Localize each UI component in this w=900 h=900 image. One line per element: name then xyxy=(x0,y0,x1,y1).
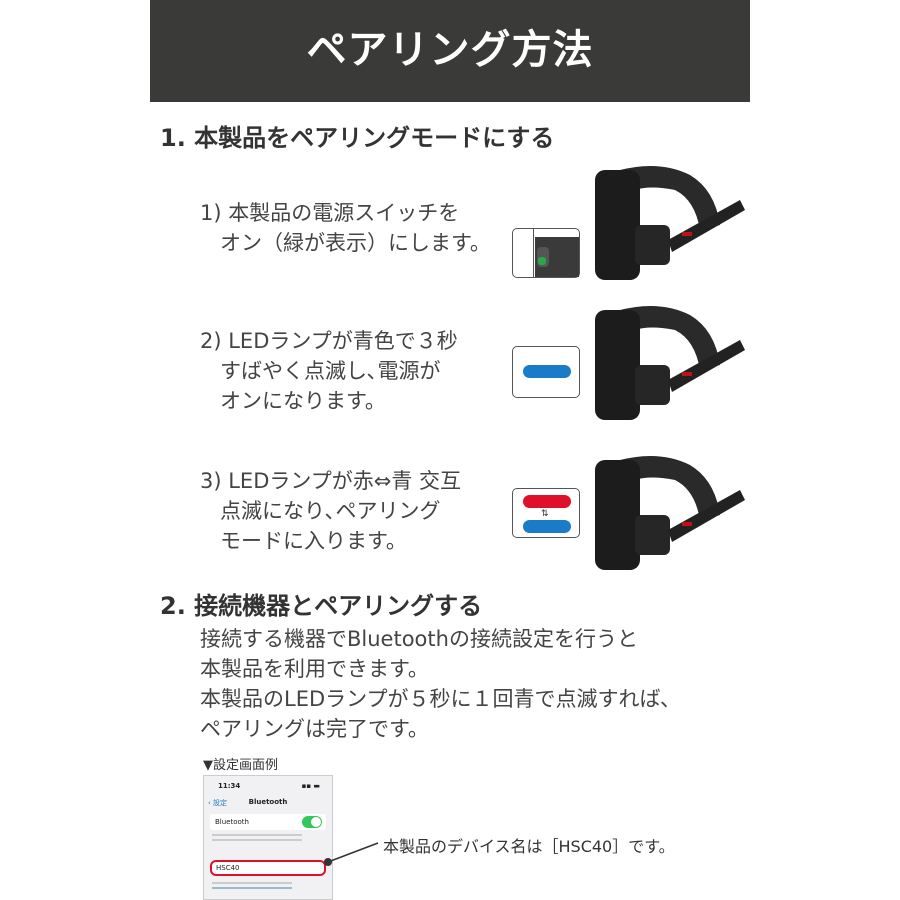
step-text: 2) LEDランプが青色で３秒 xyxy=(200,329,458,353)
blue-led-indicator xyxy=(523,520,571,533)
settings-caption: ▼設定画面例 xyxy=(203,758,278,773)
status-icons: ▪▪ ▬ xyxy=(301,782,320,790)
step-3: 3) LEDランプが赤⇔青 交互 点滅になり､ペアリング モードに入ります。 xyxy=(200,466,461,556)
step-2: 2) LEDランプが青色で３秒 すばやく点滅し､電源が オンになります。 xyxy=(200,326,458,416)
headset-image xyxy=(595,456,745,570)
step-text: 点滅になり､ペアリング xyxy=(200,499,441,523)
body-line: 本製品を利用できます。 xyxy=(200,657,429,681)
blue-led-indicator xyxy=(523,365,571,378)
section2-text: 接続する機器でBluetoothの接続設定を行うと 本製品を利用できます。 本製… xyxy=(200,624,671,744)
device-row-hsc40[interactable]: HSC40 xyxy=(210,860,326,876)
body-line: 接続する機器でBluetoothの接続設定を行うと xyxy=(200,627,638,651)
body-line: 本製品のLEDランプが５秒に１回青で点滅すれば､ xyxy=(200,687,672,711)
step-text: オンになります。 xyxy=(200,389,386,413)
green-switch-indicator xyxy=(538,257,546,265)
bluetooth-toggle-row: Bluetooth xyxy=(210,814,326,830)
led-alternating-callout: ⇅ xyxy=(512,488,580,538)
page-header: ペアリング方法 xyxy=(150,0,750,102)
device-name-note: 本製品のデバイス名は［HSC40］です。 xyxy=(383,837,675,856)
body-line: ペアリングは完了です。 xyxy=(200,717,429,741)
power-switch-callout xyxy=(512,228,580,278)
red-led-indicator xyxy=(523,495,571,508)
headset-image xyxy=(595,166,745,280)
led-blue-callout xyxy=(512,346,580,398)
section2-heading: 2. 接続機器とペアリングする xyxy=(160,592,483,620)
back-link[interactable]: ‹ 設定 xyxy=(208,799,228,807)
headset-image xyxy=(595,306,745,420)
step-text: 3) LEDランプが赤⇔青 交互 xyxy=(200,469,462,493)
step-text: オン（緑が表示）にします。 xyxy=(200,231,491,255)
status-time: 11:34 xyxy=(218,782,241,790)
step-text: モードに入ります。 xyxy=(200,529,407,553)
bluetooth-toggle[interactable] xyxy=(302,816,322,828)
pointer-line xyxy=(324,842,379,866)
phone-settings-screenshot: 11:34 ▪▪ ▬ ‹ 設定 Bluetooth Bluetooth HSC4… xyxy=(203,775,333,900)
step-text: すばやく点滅し､電源が xyxy=(200,359,441,383)
section1-heading: 1. 本製品をペアリングモードにする xyxy=(160,124,555,152)
swap-arrows-icon: ⇅ xyxy=(541,509,549,519)
screen-title: Bluetooth xyxy=(248,798,288,806)
step-1: 1) 本製品の電源スイッチを オン（緑が表示）にします。 xyxy=(200,198,491,258)
step-text: 1) 本製品の電源スイッチを xyxy=(200,201,460,225)
